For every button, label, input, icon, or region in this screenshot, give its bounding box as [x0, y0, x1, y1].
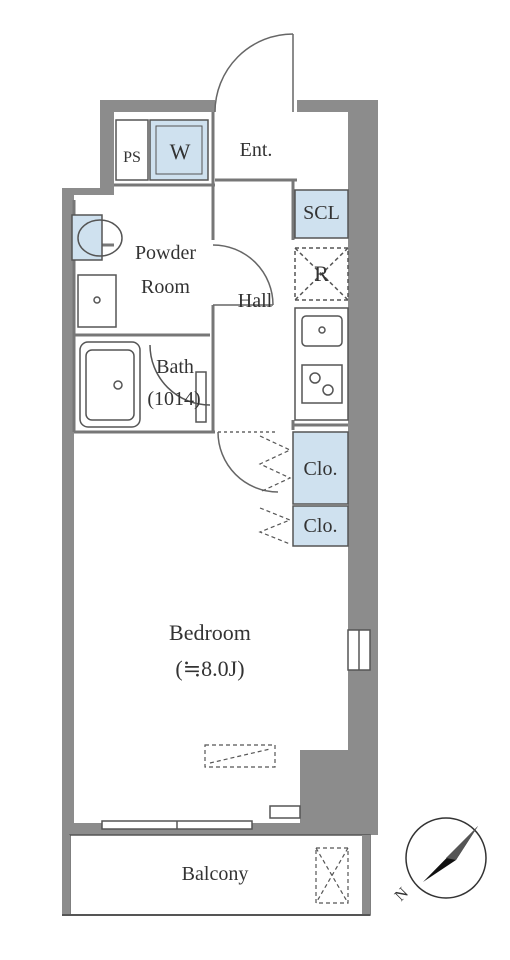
room-label-bedroom-2: (≒8.0J) [175, 656, 245, 681]
balcony [62, 834, 371, 916]
room-label-powder-2: Room [141, 276, 190, 298]
closet-doors [258, 435, 292, 545]
room-label-ps: PS [123, 149, 141, 166]
air-conditioner [204, 744, 276, 768]
entrance-door [214, 33, 294, 113]
closet-label-2: Clo. [303, 515, 338, 537]
powder-room-door [212, 244, 274, 306]
outer-walls [62, 100, 378, 835]
washer-space [149, 119, 209, 181]
room-label-balcony: Balcony [181, 863, 249, 885]
room-label-bath-2: (1014) [147, 388, 201, 410]
storage-areas [71, 189, 349, 547]
refrigerator-label: R [314, 261, 329, 286]
balcony-windows [101, 805, 301, 830]
room-label-powder-1: Powder [134, 242, 197, 264]
closet-label-1: Clo. [303, 458, 338, 480]
kitchen-counter [294, 307, 349, 421]
room-label-hall: Hall [237, 290, 273, 312]
ps-space [115, 119, 149, 181]
refrigerator-space [294, 247, 349, 301]
powder-room-fixtures [77, 219, 123, 328]
storage-label-scl: SCL [303, 202, 340, 224]
room-label-entrance: Ent. [239, 139, 273, 161]
bedroom-side-window [347, 629, 371, 671]
room-label-washer: W [169, 139, 191, 164]
compass [405, 817, 487, 899]
bedroom-door [217, 431, 279, 493]
room-label-bedroom-1: Bedroom [169, 620, 251, 645]
emergency-hatch [315, 847, 349, 904]
bathtub [79, 341, 211, 428]
room-label-bath-1: Bath [156, 356, 194, 378]
